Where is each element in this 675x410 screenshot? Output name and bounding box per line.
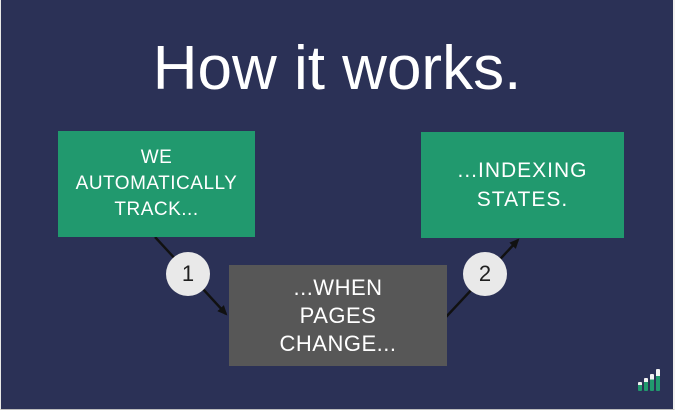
flow-box-when-pages-change: ...WHEN PAGES CHANGE... — [229, 265, 447, 366]
step-2-badge: 2 — [463, 252, 507, 296]
bar-chart-icon — [638, 369, 660, 391]
step-1-number: 1 — [181, 261, 195, 286]
page-title: How it works. — [152, 34, 522, 103]
bar-chart-icon-bar-2 — [644, 378, 648, 391]
flow-box-track: WE AUTOMATICALLY TRACK... — [58, 131, 255, 237]
step-2-number: 2 — [478, 261, 492, 286]
flow-box-when-pages-change-label: ...WHEN PAGES CHANGE... — [279, 274, 397, 356]
flow-box-indexing-states: ...INDEXING STATES. — [421, 132, 624, 238]
flow-box-indexing-states-label: ...INDEXING STATES. — [457, 159, 588, 211]
bar-chart-icon-bar-4 — [656, 369, 660, 391]
bar-chart-icon-bar-1 — [638, 382, 642, 391]
flow-box-track-label: WE AUTOMATICALLY TRACK... — [75, 147, 238, 220]
step-1-badge: 1 — [166, 252, 210, 296]
bar-chart-icon-bar-3 — [650, 374, 654, 391]
